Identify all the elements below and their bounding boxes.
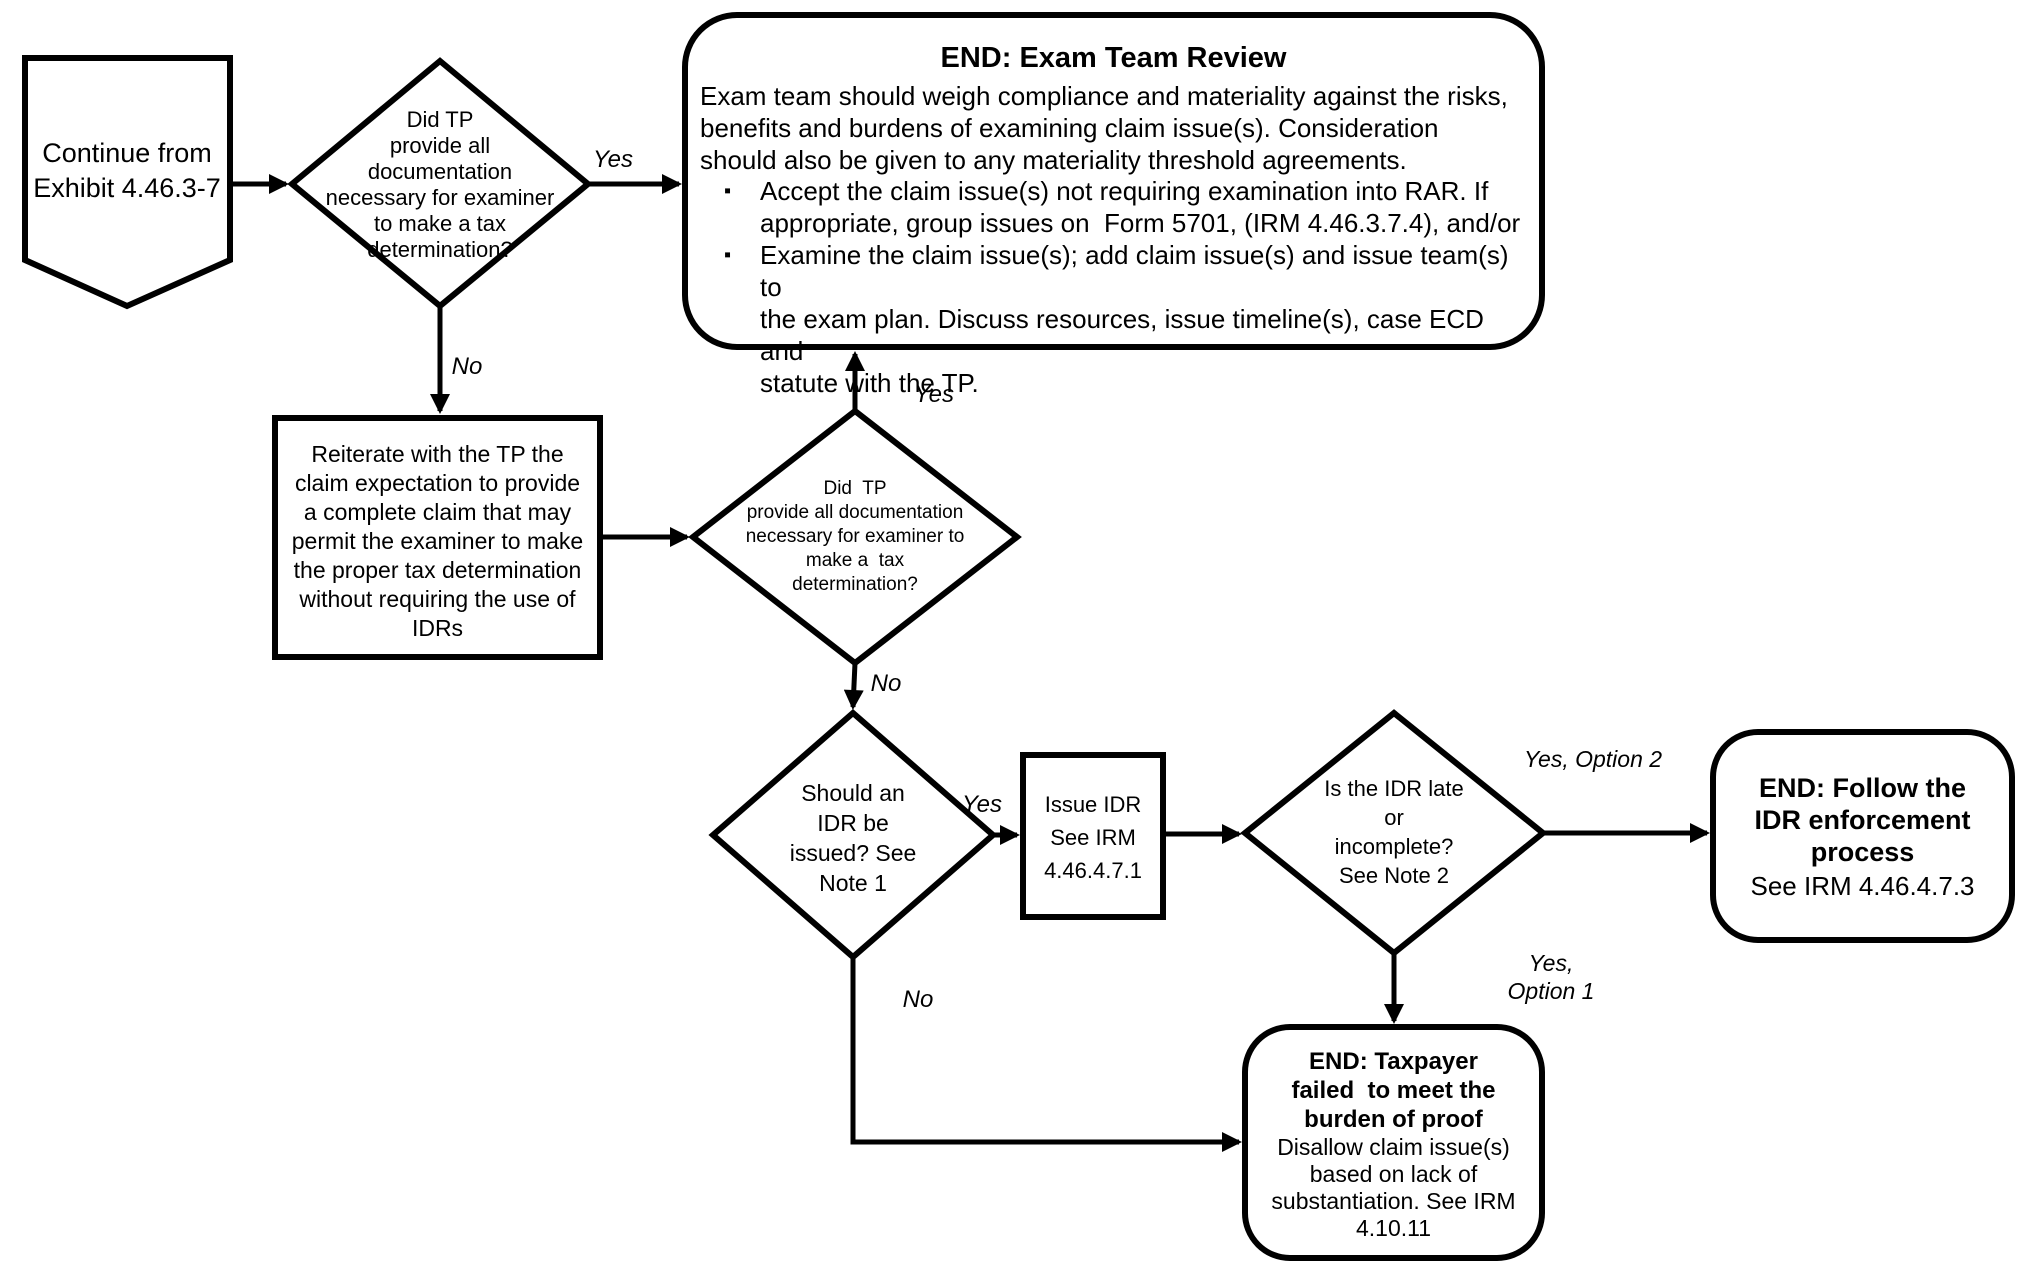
issue-idr-box-shape bbox=[1020, 752, 1166, 920]
decision2-diamond-shape bbox=[688, 407, 1022, 667]
edge-label-yes-option-2: Yes, Option 2 bbox=[1523, 746, 1663, 772]
edge-label-yes-1: Yes bbox=[592, 146, 634, 173]
connectors bbox=[230, 174, 1710, 1152]
edge-label-no-3: No bbox=[902, 986, 934, 1013]
end-enforcement-subtitle: See IRM 4.46.4.7.3 bbox=[1750, 871, 1975, 901]
decision2-text: Did TP provide all documentation necessa… bbox=[745, 478, 965, 595]
end-burden-title: END: Taxpayer failed to meet the burden … bbox=[1291, 1048, 1496, 1133]
decision4-diamond-shape bbox=[1240, 709, 1548, 957]
decision4-text: Is the IDR late or incomplete? See Note … bbox=[1324, 776, 1464, 888]
offpage-connector-shape bbox=[22, 55, 233, 310]
end-burden-shape bbox=[1242, 1024, 1545, 1261]
connector-decision3-no-to-burden bbox=[850, 957, 1242, 1152]
edge-label-yes-option-1: Yes, Option 1 bbox=[1507, 950, 1595, 1004]
issue-idr-box-text: Issue IDR See IRM 4.46.4.7.1 bbox=[1044, 792, 1142, 883]
end-exam-review-body: Exam team should weigh compliance and ma… bbox=[700, 81, 1508, 175]
bullet-icon: ▪ bbox=[724, 244, 732, 266]
end-exam-review-shape bbox=[682, 12, 1545, 350]
edge-label-yes-3: Yes bbox=[961, 791, 1003, 818]
end-exam-review-bullet-2: Examine the claim issue(s); add claim is… bbox=[760, 240, 1509, 398]
end-enforcement-shape bbox=[1710, 729, 2015, 943]
end-exam-review-bullet-1: Accept the claim issue(s) not requiring … bbox=[760, 176, 1521, 238]
edge-label-no-1: No bbox=[451, 353, 483, 380]
end-burden-body: Disallow claim issue(s) based on lack of… bbox=[1271, 1134, 1516, 1241]
node-shapes bbox=[22, 12, 2015, 1261]
decision1-text: Did TP provide all documentation necessa… bbox=[325, 107, 555, 262]
decision3-text: Should an IDR be issued? See Note 1 bbox=[789, 780, 917, 896]
edge-label-yes-2: Yes bbox=[913, 381, 955, 408]
decision1-diamond-shape bbox=[287, 57, 593, 310]
offpage-connector-text: Continue from Exhibit 4.46.3-7 bbox=[33, 138, 221, 203]
reiterate-box-shape bbox=[272, 415, 603, 660]
edge-label-no-2: No bbox=[870, 670, 902, 697]
connector-decision2-no-to-decision3 bbox=[843, 662, 864, 710]
end-exam-review-title: END: Exam Team Review bbox=[940, 42, 1287, 74]
reiterate-box-text: Reiterate with the TP the claim expectat… bbox=[291, 441, 584, 641]
bullet-icon: ▪ bbox=[724, 180, 732, 202]
decision3-diamond-shape bbox=[708, 709, 998, 961]
end-enforcement-title: END: Follow the IDR enforcement process bbox=[1754, 773, 1971, 867]
